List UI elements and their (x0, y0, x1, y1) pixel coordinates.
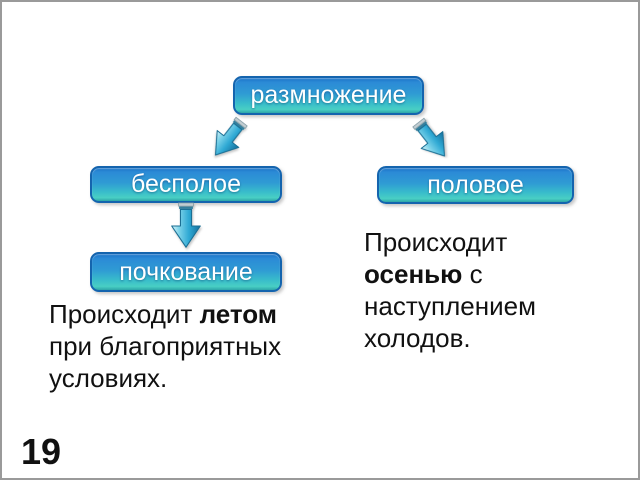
page-number: 19 (21, 431, 62, 472)
node-asexual: бесполое (90, 166, 282, 203)
note-asexual-season: Происходит летом при благоприятных услов… (49, 298, 304, 394)
node-budding: почкование (90, 252, 282, 292)
note-text: при благоприятных условиях. (49, 331, 282, 393)
note-sexual-season: Происходит осенью с наступлением холодов… (364, 226, 572, 354)
note-text: Происходит (364, 227, 508, 257)
arrow-down-right-icon (412, 117, 446, 157)
note-text: Происходит (49, 299, 200, 329)
note-bold-word: осенью (364, 259, 463, 289)
node-sexual: половое (377, 166, 574, 204)
arrow-down-left-icon (214, 116, 248, 156)
note-bold-word: летом (199, 299, 278, 329)
arrow-down-icon (171, 202, 201, 248)
note-text: с наступлением холодов. (364, 259, 536, 353)
node-reproduction: размножение (233, 76, 424, 115)
